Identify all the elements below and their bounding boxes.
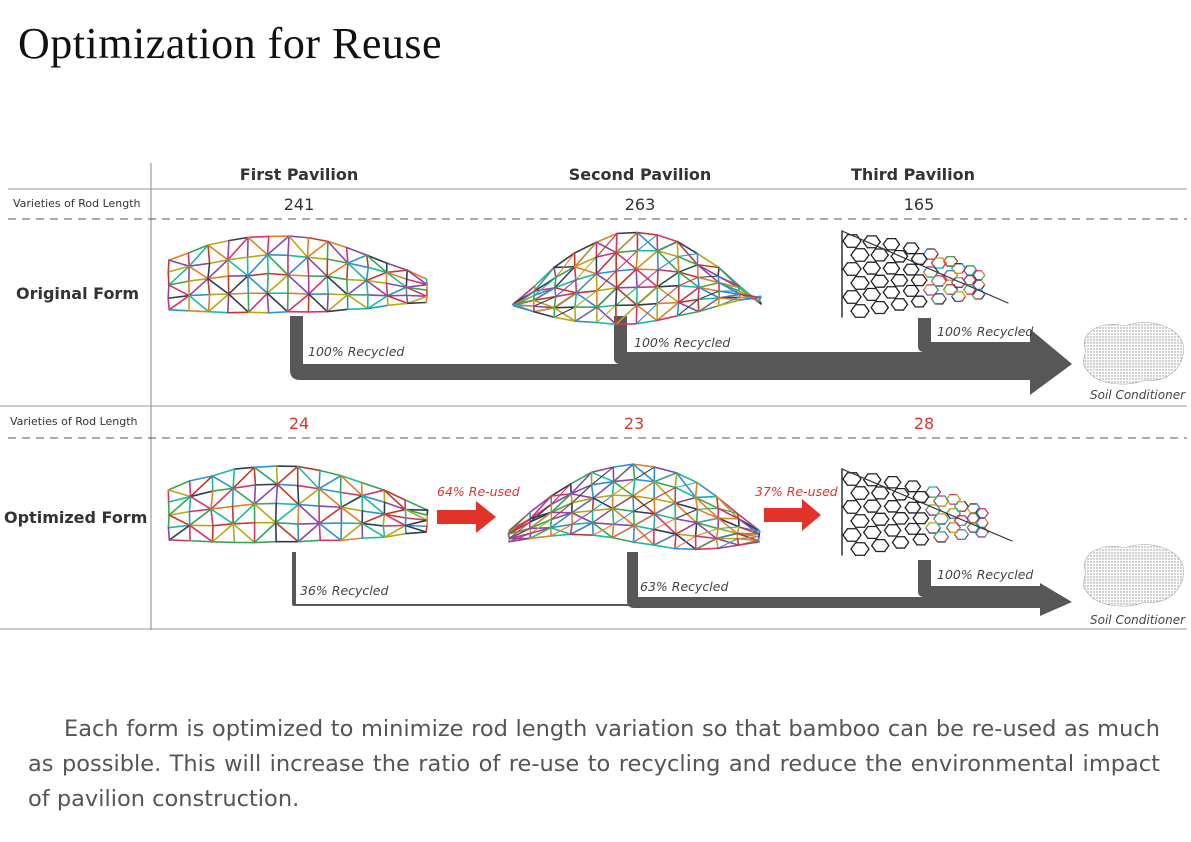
original-count-second: 263 [624,195,656,214]
column-second-pavilion: Second Pavilion [568,165,712,184]
optimized-count-first: 24 [288,414,310,433]
optimized-count-second: 23 [623,414,645,433]
optimized-count-third: 28 [913,414,935,433]
original-flow-second-label: 100% Recycled [634,335,731,350]
pavilion-third-optimized-image [841,468,1013,556]
pavilion-second-original-image [512,231,762,326]
original-flow-third-label: 100% Recycled [937,324,1034,339]
optimized-flow-second-label: 63% Recycled [640,579,729,594]
original-flow-first-label: 100% Recycled [308,344,405,359]
row-label-optimized: Optimized Form [4,508,148,527]
pavilion-first-optimized-image [167,465,429,544]
reuse-second-label: 37% Re-used [755,484,838,499]
soil-conditioner-label-original: Soil Conditioner [1090,388,1186,402]
pavilion-third-original-image [841,230,1009,318]
rod-length-label-optimized: Varieties of Rod Length [10,415,138,428]
rod-length-label-original: Varieties of Rod Length [13,197,141,210]
column-first-pavilion: First Pavilion [239,165,359,184]
row-label-original: Original Form [16,284,139,303]
reuse-first-label: 64% Re-used [437,484,520,499]
soil-conditioner-label-optimized: Soil Conditioner [1090,613,1186,627]
pavilion-first-original-image [167,235,429,314]
column-third-pavilion: Third Pavilion [850,165,976,184]
original-count-third: 165 [903,195,935,214]
soil-conditioner-icon [1083,544,1184,607]
soil-conditioner-icon [1083,322,1184,385]
pavilion-second-optimized-image [507,463,761,551]
optimized-flow-first-label: 36% Recycled [300,583,389,598]
optimized-flow-third-label: 100% Recycled [937,567,1034,582]
original-count-first: 241 [283,195,315,214]
caption-paragraph: Each form is optimized to minimize rod l… [28,716,1160,812]
page-title: Optimization for Reuse [18,19,443,68]
